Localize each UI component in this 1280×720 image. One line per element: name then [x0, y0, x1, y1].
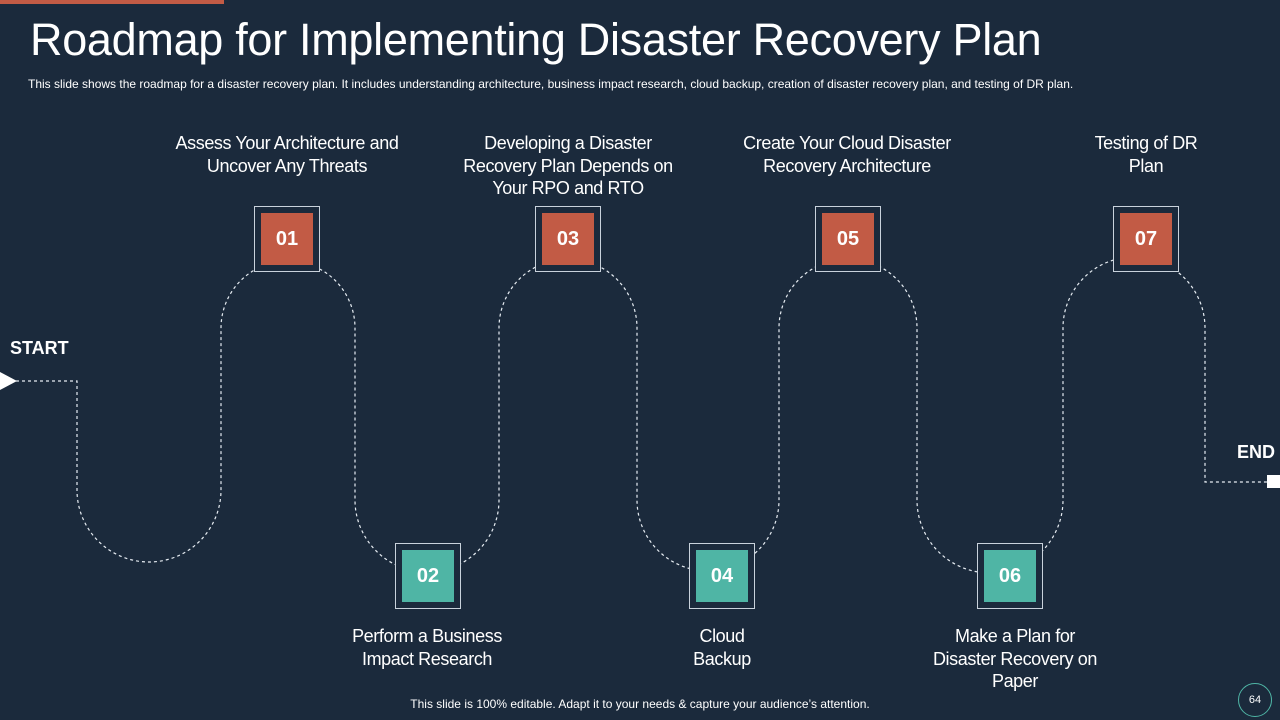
accent-bar — [0, 0, 224, 4]
footer-note: This slide is 100% editable. Adapt it to… — [410, 697, 870, 711]
step-07-node: 07 — [1113, 206, 1179, 272]
step-06-label: Make a Plan for Disaster Recovery on Pap… — [932, 626, 1098, 691]
step-05-number: 05 — [822, 213, 874, 265]
step-03-node: 03 — [535, 206, 601, 272]
step-03-number: 03 — [542, 213, 594, 265]
step-06-number: 06 — [984, 550, 1036, 602]
page-subtitle: This slide shows the roadmap for a disas… — [28, 77, 1074, 91]
step-04-number: 04 — [696, 550, 748, 602]
step-02-node: 02 — [395, 543, 461, 609]
step-07-label: Testing of DR Plan — [1094, 133, 1198, 176]
step-01-label: Assess Your Architecture and Uncover Any… — [175, 133, 399, 176]
start-label: START — [10, 338, 69, 358]
step-07-number: 07 — [1120, 213, 1172, 265]
step-06-node: 06 — [977, 543, 1043, 609]
page-title: Roadmap for Implementing Disaster Recove… — [30, 14, 1042, 65]
start-arrow-icon — [0, 372, 17, 390]
step-02-number: 02 — [402, 550, 454, 602]
step-01-node: 01 — [254, 206, 320, 272]
step-04-node: 04 — [689, 543, 755, 609]
end-label: END — [1237, 442, 1276, 462]
step-01-number: 01 — [261, 213, 313, 265]
step-02-label: Perform a Business Impact Research — [352, 626, 502, 669]
page-number: 64 — [1238, 683, 1272, 717]
step-03-label: Developing a Disaster Recovery Plan Depe… — [463, 133, 673, 198]
step-04-label: Cloud Backup — [693, 626, 751, 669]
end-square-icon — [1267, 475, 1280, 488]
roadmap-dashed-line — [10, 256, 1272, 574]
step-05-node: 05 — [815, 206, 881, 272]
step-05-label: Create Your Cloud Disaster Recovery Arch… — [743, 133, 951, 176]
